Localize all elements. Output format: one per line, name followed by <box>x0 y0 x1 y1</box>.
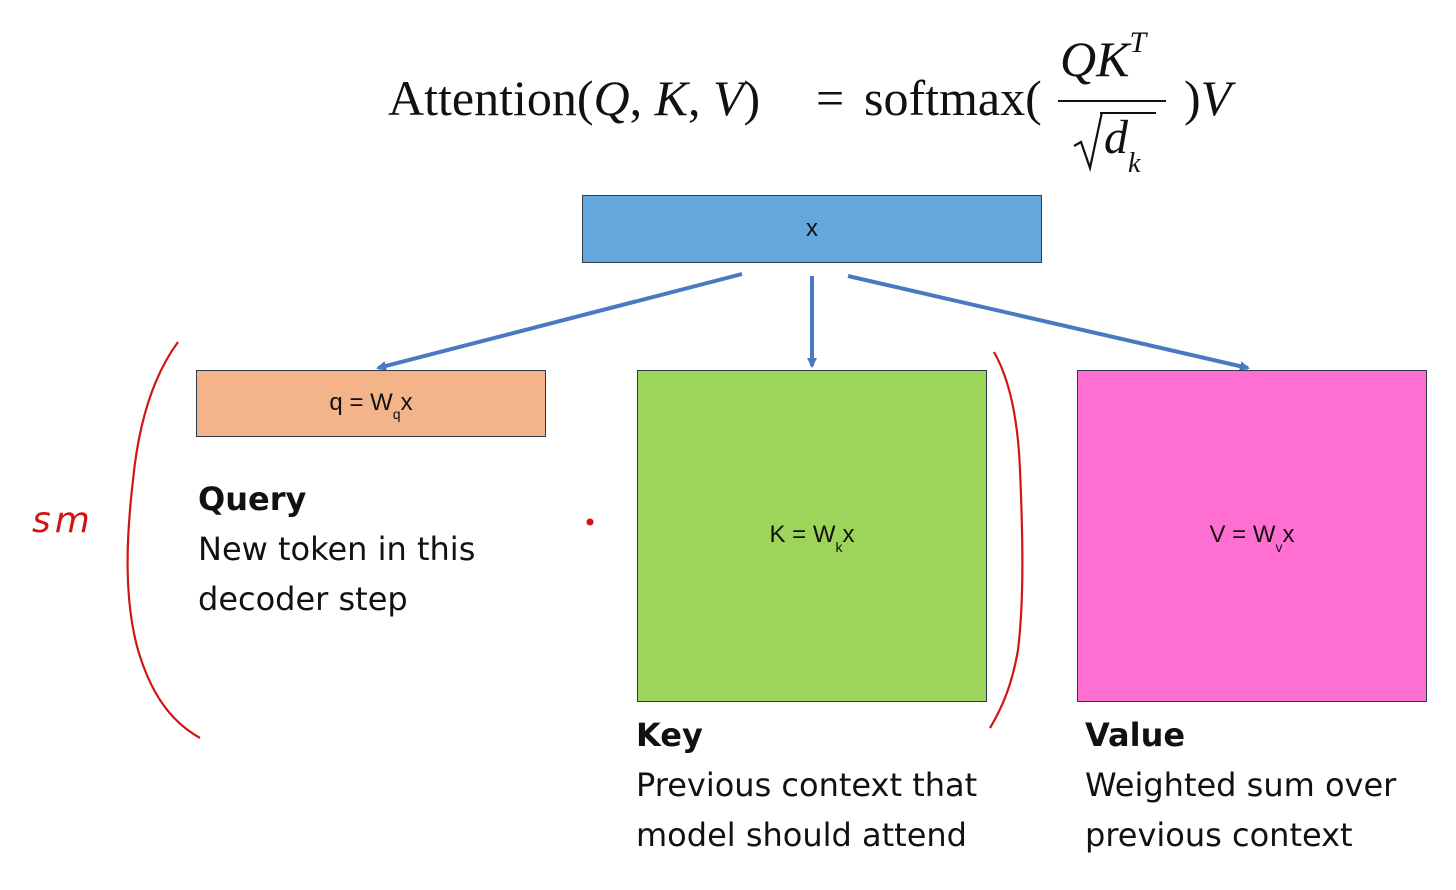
formula-equals: = <box>816 70 845 126</box>
key-title: Key <box>636 716 703 754</box>
key-caption: Key Previous context that model should a… <box>636 710 977 860</box>
query-title: Query <box>198 480 307 518</box>
left-bracket-annotation <box>126 341 201 739</box>
query-caption: Query New token in this decoder step <box>198 474 475 624</box>
red-dot-annotation <box>586 518 594 526</box>
arrow-x-to-query <box>376 272 743 371</box>
formula-fraction-bar <box>1058 100 1166 102</box>
right-bracket-annotation <box>989 351 1024 729</box>
query-description-line-2: decoder step <box>198 580 408 618</box>
key-box: K = Wkx <box>637 370 987 702</box>
arrow-x-to-value <box>847 274 1250 372</box>
value-formula: V = Wvx <box>1209 521 1295 555</box>
query-description-line-1: New token in this <box>198 530 476 568</box>
key-formula: K = Wkx <box>769 521 855 555</box>
value-description-line-1: Weighted sum over <box>1085 766 1397 804</box>
key-description-line-1: Previous context that <box>636 766 978 804</box>
value-caption: Value Weighted sum over previous context <box>1085 710 1396 860</box>
value-title: Value <box>1085 716 1186 754</box>
formula-lhs: Attention(Q, K, V) <box>388 70 761 126</box>
handwritten-annotation: sm <box>32 500 94 541</box>
formula-numerator: QKT <box>1060 26 1147 87</box>
value-box: V = Wvx <box>1077 370 1427 702</box>
key-description-line-2: model should attend <box>636 816 967 854</box>
sqrt-icon <box>1073 112 1106 172</box>
formula-softmax: softmax( <box>864 70 1042 126</box>
query-box: q = Wqx <box>196 370 546 437</box>
formula-denominator: dk <box>1072 108 1172 177</box>
value-description-line-2: previous context <box>1085 816 1353 854</box>
formula-rhs: )V <box>1184 70 1232 126</box>
input-x-label: x <box>806 215 818 242</box>
input-x-box: x <box>582 195 1042 263</box>
query-formula: q = Wqx <box>329 388 413 423</box>
